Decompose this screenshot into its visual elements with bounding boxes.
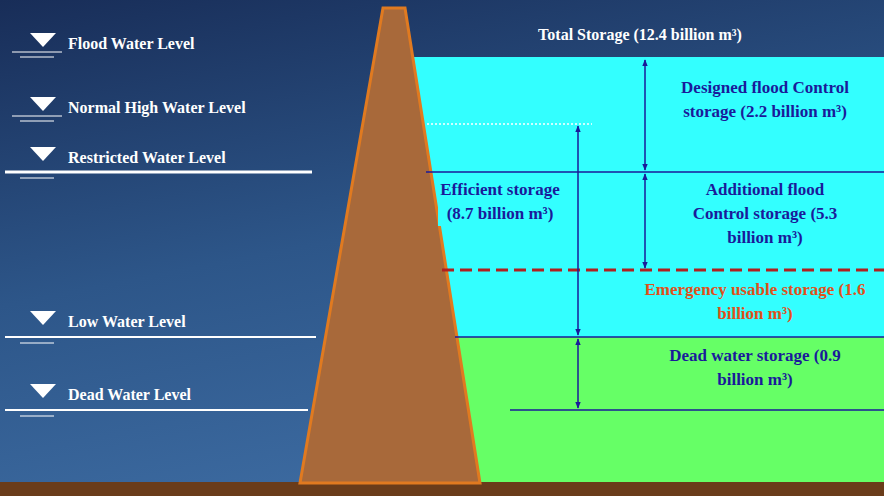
water-level-label: Flood Water Level [68,34,195,54]
dimension-arrow [644,174,646,268]
level-tick [12,52,62,53]
total-storage-label: Total Storage (12.4 billion m³) [538,25,742,45]
dimension-arrow [644,60,646,170]
level-line [5,409,308,411]
level-triangle [30,33,56,47]
level-triangle [30,147,56,161]
storage-label: Designed flood Control storage (2.2 bill… [678,76,853,124]
level-triangle [30,384,56,398]
level-line [5,336,316,338]
storage-label: Efficient storage (8.7 billion m³) [438,178,562,226]
water-level-label: Restricted Water Level [68,148,226,168]
storage-zone: Dead water storage (0.9 billion m³) [455,337,884,482]
dam-body [300,8,480,483]
emergency-level-line [442,269,884,272]
water-level-label: Low Water Level [68,312,186,332]
dimension-arrow [577,339,579,408]
storage-zone: Designed flood Control storage (2.2 bill… [405,57,884,337]
dead-level-line [510,409,884,411]
level-triangle [30,97,56,111]
level-tick [20,178,54,179]
storage-label: Emergency usable storage (1.6 billion m³… [633,278,878,326]
low-level-line [455,336,884,338]
level-tick [20,416,54,417]
water-level-label: Dead Water Level [68,385,191,405]
level-tick [20,343,54,344]
normal-level-line [427,123,592,125]
water-level-symbols [5,33,316,416]
level-line [5,171,312,174]
storage-label: Dead water storage (0.9 billion m³) [663,344,848,392]
restricted-level-line [426,171,884,173]
level-tick [20,121,54,122]
storage-label: Additional flood Control storage (5.3 bi… [678,178,853,250]
dimension-arrow [577,126,579,335]
level-triangle [30,311,56,325]
level-tick [20,57,54,58]
water-level-label: Normal High Water Level [68,98,246,118]
level-tick [12,116,62,117]
